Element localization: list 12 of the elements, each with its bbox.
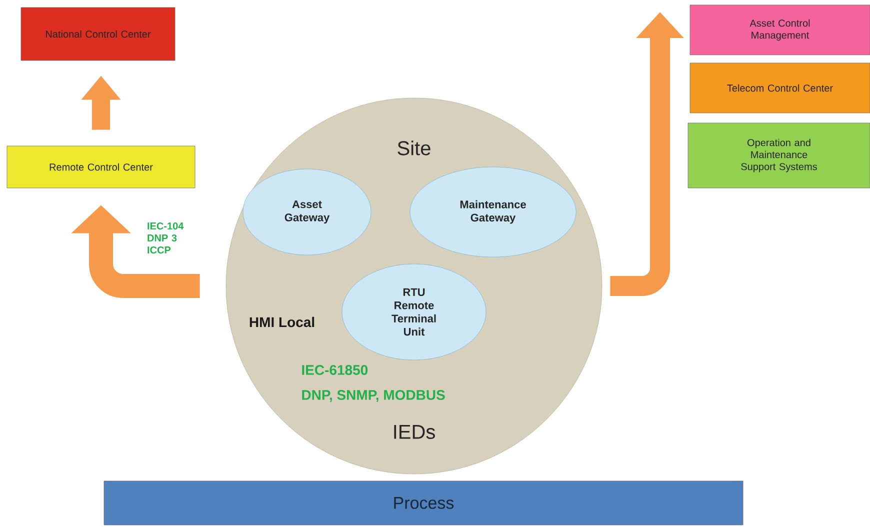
site-title: Site — [398, 140, 430, 156]
system-box: Telecom Control Center — [690, 62, 870, 114]
protocol-text: IEC-61850 — [302, 365, 368, 375]
ieds-label: IEDs — [394, 425, 435, 439]
system-box: Asset Control Management — [690, 4, 870, 56]
system-box: Operation and Maintenance Support Systems — [688, 122, 870, 188]
process-bar: Process — [104, 480, 744, 526]
control-center-box: Remote Control Center — [6, 146, 196, 188]
protocol-text: DNP, SNMP, MODBUS — [302, 390, 445, 402]
hmi-label: HMI Local — [250, 316, 314, 328]
control-center-box: National Control Center — [20, 7, 176, 61]
edge-label: IEC-104 DNP 3 ICCP — [146, 221, 190, 255]
